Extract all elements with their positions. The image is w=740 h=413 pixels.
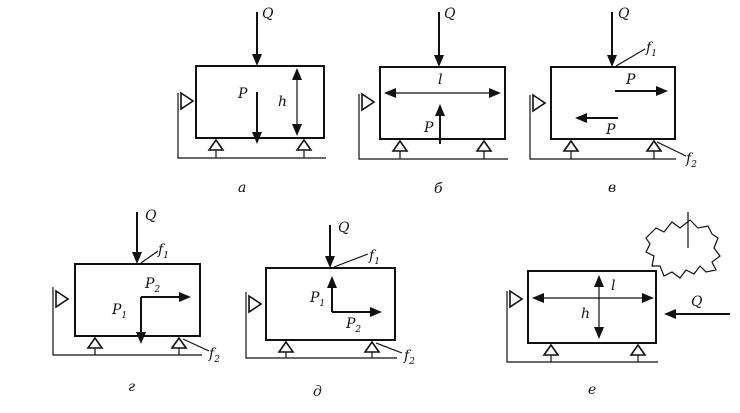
dimension-h-arrow xyxy=(594,275,604,339)
bottom-support-left xyxy=(542,343,560,362)
force-p-bottom-label: P xyxy=(605,122,616,138)
bottom-support-left xyxy=(86,336,104,355)
friction-f2-leader xyxy=(182,338,210,352)
bottom-support-left xyxy=(207,138,225,158)
friction-f2-label: f2 xyxy=(685,151,697,170)
bottom-support-right xyxy=(629,343,647,362)
force-p2-arrow xyxy=(332,307,382,317)
bottom-support-right xyxy=(475,139,493,159)
friction-f1-label: f1 xyxy=(368,248,380,267)
force-q-label: Q xyxy=(145,208,157,224)
dimension-l-arrow xyxy=(532,293,654,303)
side-support-frame xyxy=(529,95,676,160)
dimension-h-label: h xyxy=(581,306,590,322)
body-block xyxy=(550,66,676,140)
bottom-support-right xyxy=(645,139,663,159)
force-p-top-label: P xyxy=(625,72,636,88)
friction-f2-label: f2 xyxy=(208,346,220,365)
panel-caption: д xyxy=(313,384,322,400)
panel-c: Q f1 P P f2 в xyxy=(529,6,697,196)
force-p-top-arrow xyxy=(615,86,668,96)
force-p2-label: P2 xyxy=(144,276,160,295)
panel-f: l h Q е xyxy=(506,212,730,398)
force-q-arrow xyxy=(132,212,142,264)
bottom-support-left xyxy=(277,340,295,358)
friction-f2-leader xyxy=(656,141,687,157)
irregular-load-shape xyxy=(645,219,721,279)
side-support-triangle xyxy=(55,289,70,309)
bottom-support-left xyxy=(562,139,580,159)
force-p1-label: P1 xyxy=(309,290,325,309)
bottom-support-right xyxy=(170,336,188,355)
dimension-l-label: l xyxy=(611,278,615,294)
force-q-label: Q xyxy=(618,6,630,22)
panel-caption: е xyxy=(588,382,596,398)
force-q-arrow xyxy=(607,12,617,67)
force-p1-label: P1 xyxy=(111,302,127,321)
body-block xyxy=(527,270,657,344)
panel-a: Q P h а xyxy=(177,6,326,196)
force-q-label: Q xyxy=(691,294,703,310)
side-support-frame xyxy=(177,93,326,159)
friction-f1-leader xyxy=(615,48,646,67)
force-q-label: Q xyxy=(444,6,456,22)
dimension-h-label: h xyxy=(278,94,287,110)
force-q-arrow xyxy=(252,12,262,66)
force-q-arrow xyxy=(434,12,444,67)
force-p-arrow xyxy=(435,104,445,144)
bottom-support-left xyxy=(391,139,409,159)
side-support-frame xyxy=(506,291,658,363)
side-support-triangle xyxy=(180,91,195,111)
panel-caption: б xyxy=(434,181,443,197)
side-support-triangle xyxy=(509,289,524,309)
force-p2-arrow xyxy=(141,292,191,302)
side-support-frame xyxy=(52,287,202,356)
friction-f1-leader xyxy=(140,250,159,264)
force-p1-arrow xyxy=(327,276,337,312)
panel-b: Q l P б xyxy=(358,6,508,197)
side-support-triangle xyxy=(361,92,376,112)
force-q-arrow xyxy=(325,225,335,268)
dimension-h-arrow xyxy=(292,68,302,136)
panel-caption: а xyxy=(238,180,246,196)
bottom-support-right xyxy=(363,340,381,358)
dimension-l-arrow xyxy=(384,88,501,98)
panel-e: Q f1 P1 P2 f2 д xyxy=(245,220,415,400)
friction-f1-leader xyxy=(333,253,369,268)
friction-f2-label: f2 xyxy=(403,348,415,367)
body-block xyxy=(265,267,396,341)
force-q-arrow xyxy=(664,309,730,319)
friction-f1-label: f1 xyxy=(157,242,169,261)
side-support-triangle xyxy=(532,93,547,113)
force-q-label: Q xyxy=(338,220,350,236)
force-p-label: P xyxy=(237,86,248,102)
side-support-triangle xyxy=(248,294,263,314)
panel-caption: в xyxy=(608,180,616,196)
side-support-frame xyxy=(245,292,397,359)
force-p2-label: P2 xyxy=(345,316,361,335)
force-q-label: Q xyxy=(262,6,274,22)
force-p1-arrow xyxy=(136,297,146,344)
friction-f1-label: f1 xyxy=(645,40,657,59)
bottom-support-right xyxy=(295,138,313,158)
body-block xyxy=(379,66,506,140)
force-p-bottom-arrow xyxy=(575,113,618,123)
panel-caption: г xyxy=(128,379,135,395)
friction-f2-leader xyxy=(375,342,403,354)
force-p-arrow xyxy=(252,92,262,144)
dimension-l-label: l xyxy=(438,72,442,88)
force-p-label: P xyxy=(423,120,434,136)
side-support-frame xyxy=(358,94,508,160)
body-block xyxy=(195,65,325,139)
panel-d: Q f1 P2 P1 f2 г xyxy=(52,208,220,395)
